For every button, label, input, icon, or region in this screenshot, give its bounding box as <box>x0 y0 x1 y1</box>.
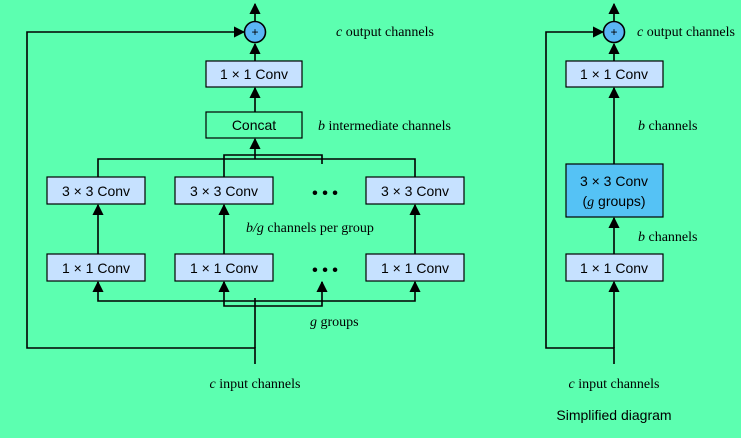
right-skip-connection <box>545 26 615 364</box>
plus-sign: + <box>610 25 617 39</box>
right-output-channels-label: c output channels <box>637 25 735 40</box>
conv-label: 1 × 1 Conv <box>62 260 130 276</box>
left-skip-connection <box>26 26 256 364</box>
right-bottom-1x1-conv-box: 1 × 1 Conv <box>565 253 664 282</box>
right-3x3-group-conv-box: 3 × 3 Conv (g groups) <box>565 163 664 218</box>
plus-sign: + <box>251 25 258 39</box>
left-1x1-conv-box-1: 1 × 1 Conv <box>46 253 146 282</box>
left-concat-label: Concat <box>232 117 276 133</box>
left-top-conv-label: 1 × 1 Conv <box>220 66 288 82</box>
left-3x3-conv-box-2: 3 × 3 Conv <box>174 176 274 205</box>
left-per-group-label: b/g channels per group <box>246 221 374 236</box>
left-input-channels-label: c input channels <box>210 377 301 392</box>
left-split-line-outer <box>97 282 416 302</box>
right-plus-node: + <box>602 20 626 44</box>
left-merge-line-inner <box>223 154 323 177</box>
left-split-line-inner <box>223 282 323 307</box>
conv-label: 3 × 3 Conv <box>62 183 130 199</box>
left-intermediate-channels-label: b intermediate channels <box>318 119 451 134</box>
left-concat-box: Concat <box>205 111 303 139</box>
right-b-channels-top-label: b channels <box>638 119 697 134</box>
left-groups-label: g groups <box>310 315 359 330</box>
left-top-1x1-conv-box: 1 × 1 Conv <box>205 60 303 88</box>
right-bottom-conv-label: 1 × 1 Conv <box>580 260 648 276</box>
conv-label: 3 × 3 Conv <box>190 183 258 199</box>
left-merge-line-outer <box>97 158 416 177</box>
left-3x3-conv-box-3: 3 × 3 Conv <box>365 176 465 205</box>
conv-label: 1 × 1 Conv <box>190 260 258 276</box>
left-plus-node: + <box>243 20 267 44</box>
left-ellipsis-bottom: • • • <box>312 262 338 279</box>
left-3x3-conv-box-1: 3 × 3 Conv <box>46 176 146 205</box>
left-output-channels-label: c output channels <box>336 25 434 40</box>
right-input-channels-label: c input channels <box>569 377 660 392</box>
right-group-conv-label-line1: 3 × 3 Conv <box>580 173 648 189</box>
right-group-conv-label-line2: (g groups) <box>582 193 645 210</box>
left-ellipsis-top: • • • <box>312 185 338 202</box>
right-top-1x1-conv-box: 1 × 1 Conv <box>565 60 664 88</box>
conv-label: 1 × 1 Conv <box>381 260 449 276</box>
left-diagram: + 1 × 1 Conv Concat c output channels b … <box>26 2 465 392</box>
right-diagram: + c output channels 1 × 1 Conv b channel… <box>545 2 735 423</box>
simplified-diagram-caption: Simplified diagram <box>556 407 671 423</box>
right-b-channels-bottom-label: b channels <box>638 230 697 245</box>
conv-label: 3 × 3 Conv <box>381 183 449 199</box>
left-1x1-conv-box-3: 1 × 1 Conv <box>365 253 465 282</box>
right-top-conv-label: 1 × 1 Conv <box>580 66 648 82</box>
left-1x1-conv-box-2: 1 × 1 Conv <box>174 253 274 282</box>
